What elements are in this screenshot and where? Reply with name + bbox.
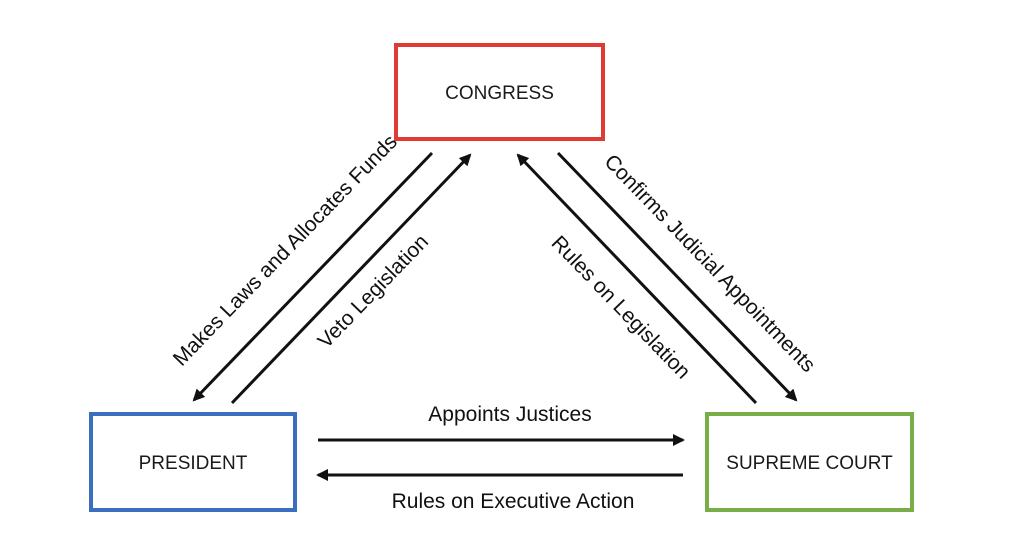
veto-arrow bbox=[230, 153, 472, 405]
congress-box bbox=[394, 43, 605, 141]
president-box bbox=[89, 412, 297, 512]
confirms-arrow bbox=[556, 151, 798, 402]
congress-node: CONGRESS bbox=[394, 43, 605, 141]
congress-label: CONGRESS bbox=[445, 83, 554, 104]
supreme-court-label: SUPREME COURT bbox=[726, 453, 893, 474]
supreme-court-box bbox=[705, 412, 914, 512]
rules-legislation-arrow bbox=[516, 153, 758, 405]
rules-executive-label: Rules on Executive Action bbox=[392, 490, 635, 513]
confirms-label: Confirms Judicial Appointments bbox=[600, 150, 820, 377]
rules-legislation-label: Rules on Legislation bbox=[547, 231, 695, 383]
president-node: PRESIDENT bbox=[89, 412, 297, 512]
appoints-label: Appoints Justices bbox=[428, 403, 591, 426]
supreme-court-node: SUPREME COURT bbox=[705, 412, 914, 512]
makes-laws-label: Makes Laws and Allocates Funds bbox=[169, 130, 402, 370]
makes-laws-arrow bbox=[192, 151, 434, 402]
president-label: PRESIDENT bbox=[139, 453, 248, 474]
veto-label: Veto Legislation bbox=[314, 230, 434, 353]
